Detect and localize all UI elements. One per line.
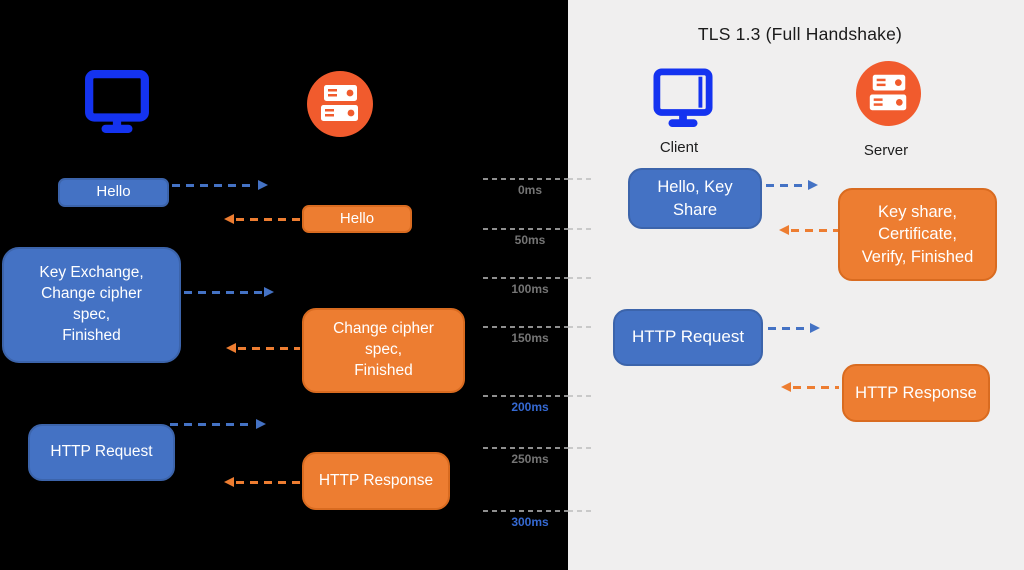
timeline-tick-label: 200ms bbox=[511, 400, 549, 414]
message-box-keyshare-cert-verify: Key share, Certificate, Verify, Finished bbox=[838, 188, 997, 281]
message-box-http-request: HTTP Request bbox=[613, 309, 763, 366]
arrow-client-to-server bbox=[184, 287, 274, 297]
client-label: Client bbox=[659, 139, 699, 156]
server-database-icon bbox=[306, 70, 374, 138]
tick-line bbox=[483, 228, 568, 230]
message-box-http-request: HTTP Request bbox=[28, 424, 175, 481]
arrow-client-to-server bbox=[768, 323, 820, 333]
tick-line bbox=[483, 178, 568, 180]
message-box-http-response: HTTP Response bbox=[302, 452, 450, 510]
server-database-icon bbox=[855, 60, 922, 127]
timeline-tick: 250ms bbox=[483, 447, 593, 466]
tick-line bbox=[568, 326, 593, 328]
tls13-panel bbox=[568, 0, 1024, 570]
tick-line bbox=[568, 447, 593, 449]
server-label: Server bbox=[863, 142, 909, 159]
timeline-tick-label: 250ms bbox=[511, 452, 549, 466]
arrow-server-to-client bbox=[224, 477, 300, 487]
arrow-server-to-client bbox=[779, 225, 838, 235]
tick-line bbox=[568, 178, 593, 180]
message-box-http-response: HTTP Response bbox=[842, 364, 990, 422]
arrow-server-to-client bbox=[224, 214, 300, 224]
tick-line bbox=[568, 510, 593, 512]
message-box-hello-key-share: Hello, Key Share bbox=[628, 168, 762, 229]
timeline-tick: 200ms bbox=[483, 395, 593, 414]
client-monitor-icon bbox=[652, 68, 714, 128]
client-monitor-icon bbox=[84, 70, 150, 134]
arrow-server-to-client bbox=[781, 382, 839, 392]
timeline-tick: 50ms bbox=[483, 228, 593, 247]
timeline-tick: 0ms bbox=[483, 178, 593, 197]
tick-line bbox=[483, 447, 568, 449]
message-box-key-exchange: Key Exchange, Change cipher spec, Finish… bbox=[2, 247, 181, 363]
tick-line bbox=[483, 277, 568, 279]
message-box-server-hello: Hello bbox=[302, 205, 412, 233]
tick-line bbox=[568, 228, 593, 230]
arrow-client-to-server bbox=[172, 180, 268, 190]
timeline-tick-label: 150ms bbox=[511, 331, 549, 345]
tick-line bbox=[568, 277, 593, 279]
arrow-client-to-server bbox=[170, 419, 266, 429]
arrow-client-to-server bbox=[766, 180, 818, 190]
timeline-tick-label: 300ms bbox=[511, 515, 549, 529]
tick-line bbox=[483, 395, 568, 397]
diagram-title: TLS 1.3 (Full Handshake) bbox=[697, 24, 903, 44]
tick-line bbox=[483, 510, 568, 512]
message-box-client-hello: Hello bbox=[58, 178, 169, 207]
timeline-tick: 150ms bbox=[483, 326, 593, 345]
timeline-tick-label: 50ms bbox=[514, 233, 546, 247]
tick-line bbox=[568, 395, 593, 397]
message-box-change-cipher: Change cipher spec, Finished bbox=[302, 308, 465, 393]
timeline-tick: 300ms bbox=[483, 510, 593, 529]
tick-line bbox=[483, 326, 568, 328]
timeline-tick-label: 100ms bbox=[511, 282, 549, 296]
timeline-tick-label: 0ms bbox=[517, 183, 543, 197]
timeline-tick: 100ms bbox=[483, 277, 593, 296]
arrow-server-to-client bbox=[226, 343, 300, 353]
